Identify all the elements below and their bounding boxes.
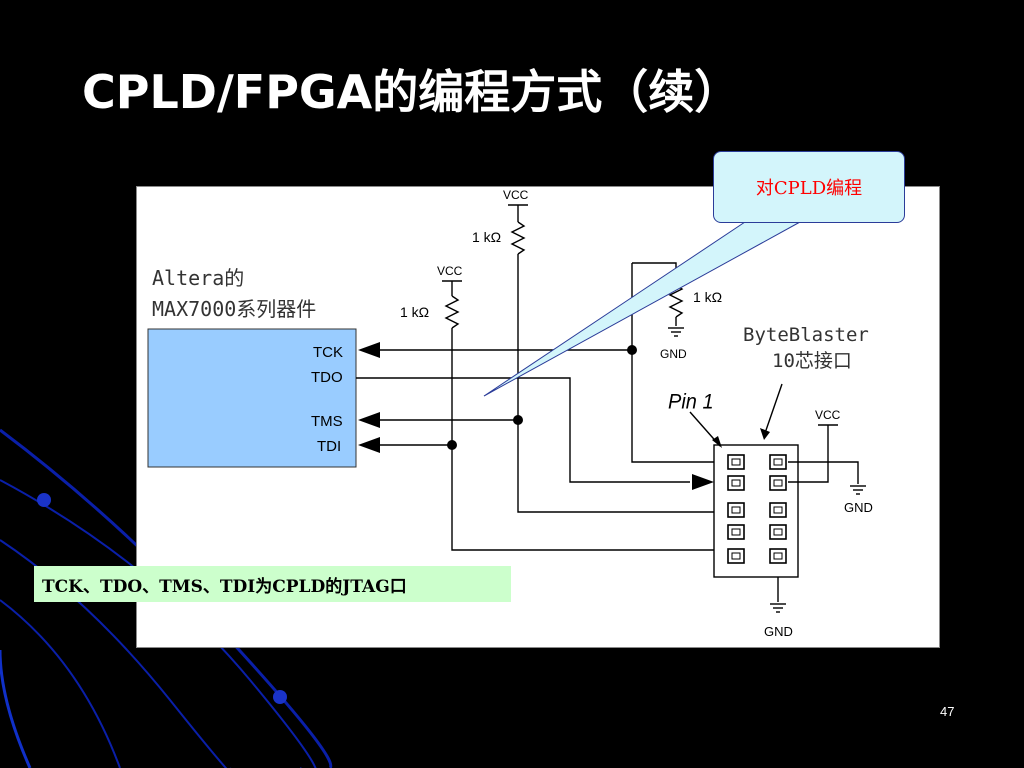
pin1-label: Pin 1 <box>668 390 714 414</box>
resistor-label-right: 1 kΩ <box>693 289 722 305</box>
connector-pin <box>727 548 745 564</box>
connector-pin <box>727 524 745 540</box>
gnd-label-bottom: GND <box>764 624 793 639</box>
tdo-arrow <box>692 474 714 490</box>
jtag-note-text: TCK、TDO、TMS、TDI为CPLD的JTAG口 <box>42 576 407 597</box>
connector-label-pointer <box>763 383 783 437</box>
connector-pin <box>769 454 787 470</box>
gnd-label-top: GND <box>660 347 687 361</box>
connector-vcc-wire <box>788 425 829 483</box>
pin-label-tdo: TDO <box>311 369 343 386</box>
connector-gnd-wire <box>788 461 859 484</box>
connector-pin <box>769 524 787 540</box>
tdo-wire <box>356 377 690 483</box>
connector-pin <box>727 475 745 491</box>
device-label-line1: Altera的 <box>152 266 244 290</box>
pullup-resistor-vcc1 <box>510 221 526 255</box>
connector-label-line1: ByteBlaster <box>743 324 869 346</box>
page-number: 47 <box>940 704 955 719</box>
connector-pin <box>769 548 787 564</box>
pulldown-resistor <box>668 284 684 318</box>
vcc-label-left: VCC <box>437 264 463 278</box>
tms-vertical-wire <box>517 254 714 513</box>
tms-arrow <box>358 412 380 428</box>
gnd-label-right: GND <box>844 500 873 515</box>
resistor-label-top: 1 kΩ <box>472 229 501 245</box>
device-label-line2: MAX7000系列器件 <box>152 297 316 321</box>
tck-arrow <box>358 342 380 358</box>
pullup-resistor-vcc2 <box>444 295 460 329</box>
tdi-arrow <box>358 437 380 453</box>
junction-dot <box>447 440 457 450</box>
tdi-vertical-wire <box>451 328 714 551</box>
pin-label-tms: TMS <box>311 413 343 430</box>
pin-label-tck: TCK <box>313 344 343 361</box>
max7000-device-block <box>147 328 357 468</box>
vcc-label-right: VCC <box>815 408 841 422</box>
connector-pin <box>727 454 745 470</box>
pin-label-tdi: TDI <box>317 438 341 455</box>
tck-to-connector-wire <box>631 263 714 463</box>
connector-pin <box>769 502 787 518</box>
slide-title: CPLD/FPGA的编程方式（续） <box>82 65 741 119</box>
jtag-note: TCK、TDO、TMS、TDI为CPLD的JTAG口 <box>34 566 511 602</box>
connector-label-line2: 10芯接口 <box>772 350 852 372</box>
vcc-label-top: VCC <box>503 188 529 202</box>
connector-pin <box>769 475 787 491</box>
resistor-label-left: 1 kΩ <box>400 304 429 320</box>
junction-dot <box>627 345 637 355</box>
junction-dot <box>513 415 523 425</box>
callout-text: 对CPLD编程 <box>755 178 863 199</box>
callout-pointer <box>483 221 801 397</box>
connector-pin <box>727 502 745 518</box>
cpld-programming-callout: 对CPLD编程 <box>713 151 905 223</box>
